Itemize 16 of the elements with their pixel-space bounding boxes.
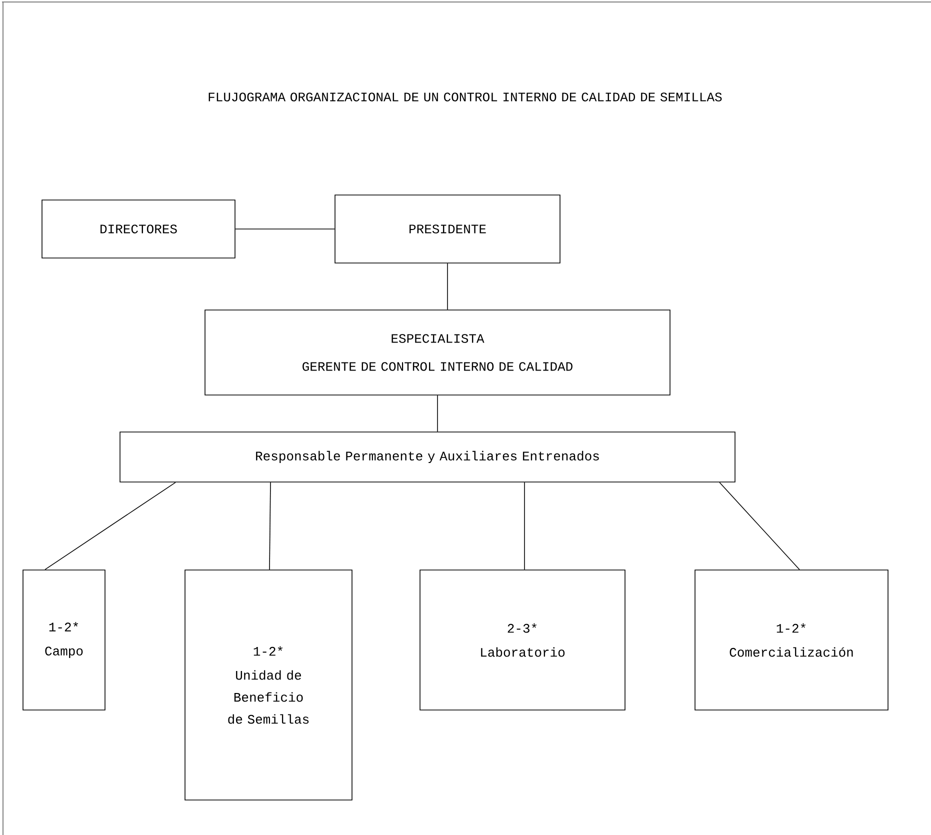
connector-line (447, 263, 448, 310)
connector-line (437, 395, 438, 432)
title: FLUJOGRAMA ORGANIZACIONAL DE UN CONTROL INTERNO DE CALIDAD DE SEMILLAS (208, 92, 722, 102)
org-box: 1-2* Campo (22, 570, 106, 710)
connector-line (235, 228, 335, 230)
org-box: DIRECTORES (42, 200, 236, 258)
org-box: 2-3* Laboratorio (420, 570, 626, 710)
connector-line (44, 482, 176, 570)
org-box: 1-2* Unidad de Beneficio de Semillas (184, 570, 352, 800)
connector-line (524, 482, 525, 570)
org-box: PRESIDENTE (334, 194, 560, 264)
org-box: ESPECIALISTA GERENTE DE CONTROL INTERNO DE CALIDAD (204, 310, 670, 396)
org-box: Responsable Permanente y Auxiliares Entrenados (120, 432, 736, 482)
connector-line (269, 482, 271, 570)
connector-line (719, 482, 800, 570)
org-box: 1-2* Comercialización (694, 570, 888, 710)
